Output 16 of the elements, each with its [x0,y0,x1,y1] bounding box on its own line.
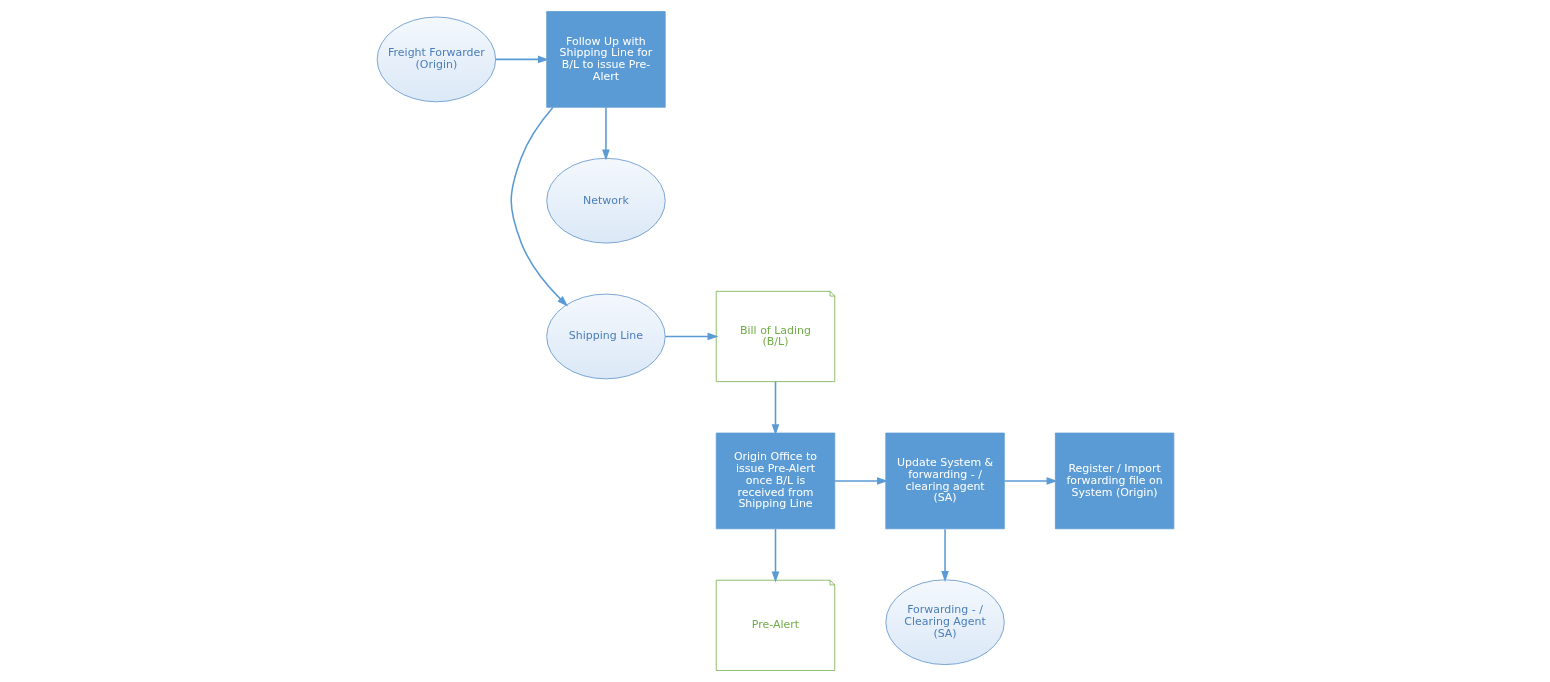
arrow [833,477,888,485]
arrow [509,106,568,307]
node-ellipse: Network [545,157,666,244]
node-ellipse: Forwarding - / Clearing Agent (SA) [884,579,1005,665]
node-box: Origin Office to issue Pre-Alert once B/L is received from Shipping Line [715,432,835,530]
arrow [940,528,949,583]
node-box: Update System & forwarding - / clearing agent (SA) [884,432,1005,530]
node-ellipse: Freight Forwarder (Origin) [376,16,496,103]
node-box: Register / Import forwarding file on System (Origin) [1054,432,1174,530]
arrow [494,55,549,64]
node-box: Follow Up with Shipping Line for B/L to issue Pre-Alert [545,11,666,108]
arrow [1003,477,1058,485]
arrow [663,332,718,341]
arrow [601,106,610,161]
arrow [771,380,779,436]
arrow [771,528,779,583]
